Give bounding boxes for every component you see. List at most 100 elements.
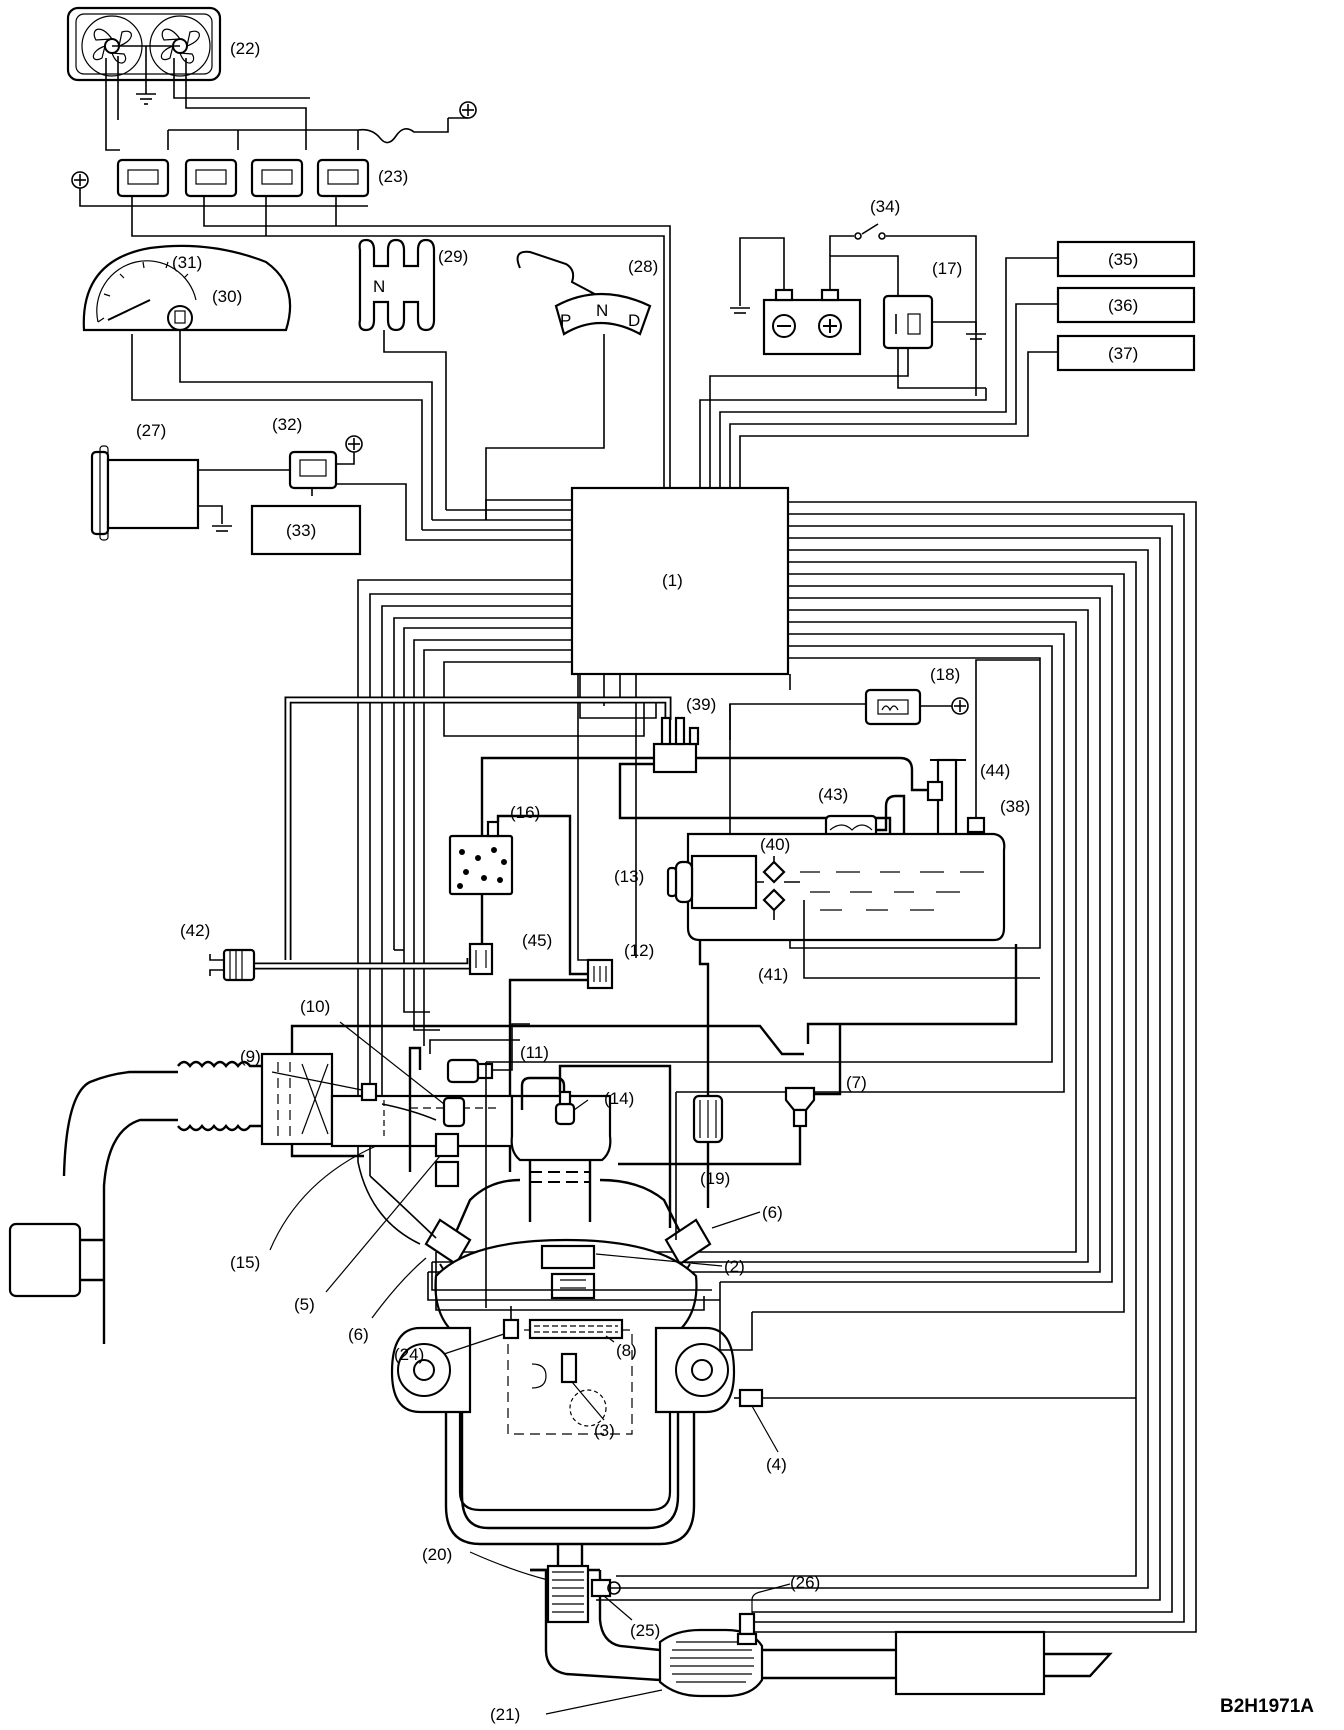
label-45: (45) [522, 931, 552, 950]
throttle-body [330, 1094, 514, 1148]
tank-pressure-sensor [926, 780, 944, 802]
fan-relays: (23) [71, 158, 671, 496]
fan-wiring [105, 56, 477, 151]
positive-terminal-icon [951, 697, 969, 715]
label-7: (7) [846, 1073, 867, 1092]
valve-41 [762, 888, 786, 920]
canister-16 [448, 820, 514, 896]
relay-4 [316, 158, 370, 198]
label-27: (27) [136, 421, 166, 440]
label-15: (15) [230, 1253, 260, 1272]
label-18: (18) [930, 665, 960, 684]
label-26: (26) [790, 1573, 820, 1592]
inhibitor-switch: P N D (28) [485, 250, 658, 520]
exhaust-system: (20) (25) (21) (26) [422, 1545, 1113, 1724]
relay-18 [864, 688, 922, 726]
label-6-left: (6) [348, 1325, 369, 1344]
intake-air-temp-sensor-9 [360, 1082, 378, 1102]
relay-32 [288, 450, 338, 490]
pressure-control-solenoid [652, 716, 700, 774]
battery-icon [762, 288, 862, 356]
box-35 [1056, 240, 1196, 278]
ecu-left-input-wires [422, 499, 572, 531]
intake-system: (9) (10) (5) (15) (11) [8, 997, 867, 1344]
box-36 [1056, 286, 1196, 324]
label-41: (41) [758, 965, 788, 984]
fuel-pump-13 [666, 854, 758, 910]
air-cleaner [260, 1052, 334, 1146]
label-4: (4) [766, 1455, 787, 1474]
shifter-n: N [596, 301, 608, 320]
valve-40 [762, 856, 786, 884]
crank-sensor-3 [560, 1352, 578, 1384]
label-38: (38) [1000, 797, 1030, 816]
intake-bellows [177, 1060, 262, 1132]
front-catalyst-20 [546, 1564, 590, 1624]
external-boxes: (35) (36) (37) [699, 240, 1196, 496]
purge-solenoid-12 [586, 958, 614, 990]
idle-control-11 [446, 1058, 494, 1084]
radiator-fan-assembly: (22) [66, 6, 260, 105]
label-35: (35) [1108, 250, 1138, 269]
fuel-tank [686, 832, 1006, 942]
shifter-p: P [560, 311, 571, 330]
ground-icon [966, 333, 986, 340]
intake-manifold [510, 1076, 612, 1222]
label-34: (34) [870, 197, 900, 216]
label-16: (16) [510, 803, 540, 822]
pressure-regulator-7 [784, 1086, 816, 1128]
throttle-sensor-10 [442, 1096, 466, 1128]
combination-meter: (31) (30) [82, 244, 433, 530]
label-24: (24) [394, 1345, 424, 1364]
right-cylinder-head [654, 1326, 736, 1414]
alternator-circuit: (27) (32) (33) [90, 415, 572, 556]
vent-valve-45 [468, 942, 494, 976]
label-5: (5) [294, 1295, 315, 1314]
main-relay [882, 294, 934, 350]
positive-terminal-icon [345, 435, 363, 453]
fuel-sender [966, 816, 986, 834]
ignition-switch-icon [854, 223, 886, 240]
label-29: (29) [438, 247, 468, 266]
manual-shift-pattern: N (29) [358, 238, 468, 510]
label-44: (44) [980, 761, 1010, 780]
box-33 [250, 504, 362, 556]
pressure-sensor-14 [554, 1090, 576, 1126]
crank-sprocket-icon [569, 1389, 607, 1427]
evap-system: (42) (39) (18) [180, 659, 1040, 1172]
label-9: (9) [240, 1047, 261, 1066]
coolant-sensor-4 [738, 1388, 764, 1408]
ecu-right-bundle [428, 501, 1197, 1633]
front-oxygen-sensor-25 [590, 1578, 621, 1598]
ground-icon [136, 93, 156, 105]
engine-block: (6) (6) ( [348, 949, 1136, 1572]
relay-3 [250, 158, 304, 198]
main-catalyst-21 [658, 1628, 764, 1698]
label-3: (3) [594, 1421, 615, 1440]
speedometer-icon [96, 260, 197, 323]
label-17: (17) [932, 259, 962, 278]
label-33: (33) [286, 521, 316, 540]
label-43: (43) [818, 785, 848, 804]
label-28: (28) [628, 257, 658, 276]
drain-filter-icon [209, 948, 256, 982]
alternator-icon [90, 445, 200, 541]
label-36: (36) [1108, 296, 1138, 315]
ecm-unit: (1) [570, 486, 790, 676]
label-31: (31) [172, 253, 202, 272]
label-19: (19) [700, 1169, 730, 1188]
label-21: (21) [490, 1705, 520, 1724]
label-23: (23) [378, 167, 408, 186]
positive-terminal-icon [459, 101, 477, 119]
label-6-right: (6) [762, 1203, 783, 1222]
label-11: (11) [520, 1043, 549, 1062]
label-25: (25) [630, 1621, 660, 1640]
label-2: (2) [724, 1257, 745, 1276]
box-37 [1056, 334, 1196, 372]
label-40: (40) [760, 835, 790, 854]
cam-sensor-8 [528, 1318, 624, 1340]
fuel-filter-19 [692, 1094, 724, 1144]
label-8: (8) [616, 1341, 637, 1360]
label-32: (32) [272, 415, 302, 434]
